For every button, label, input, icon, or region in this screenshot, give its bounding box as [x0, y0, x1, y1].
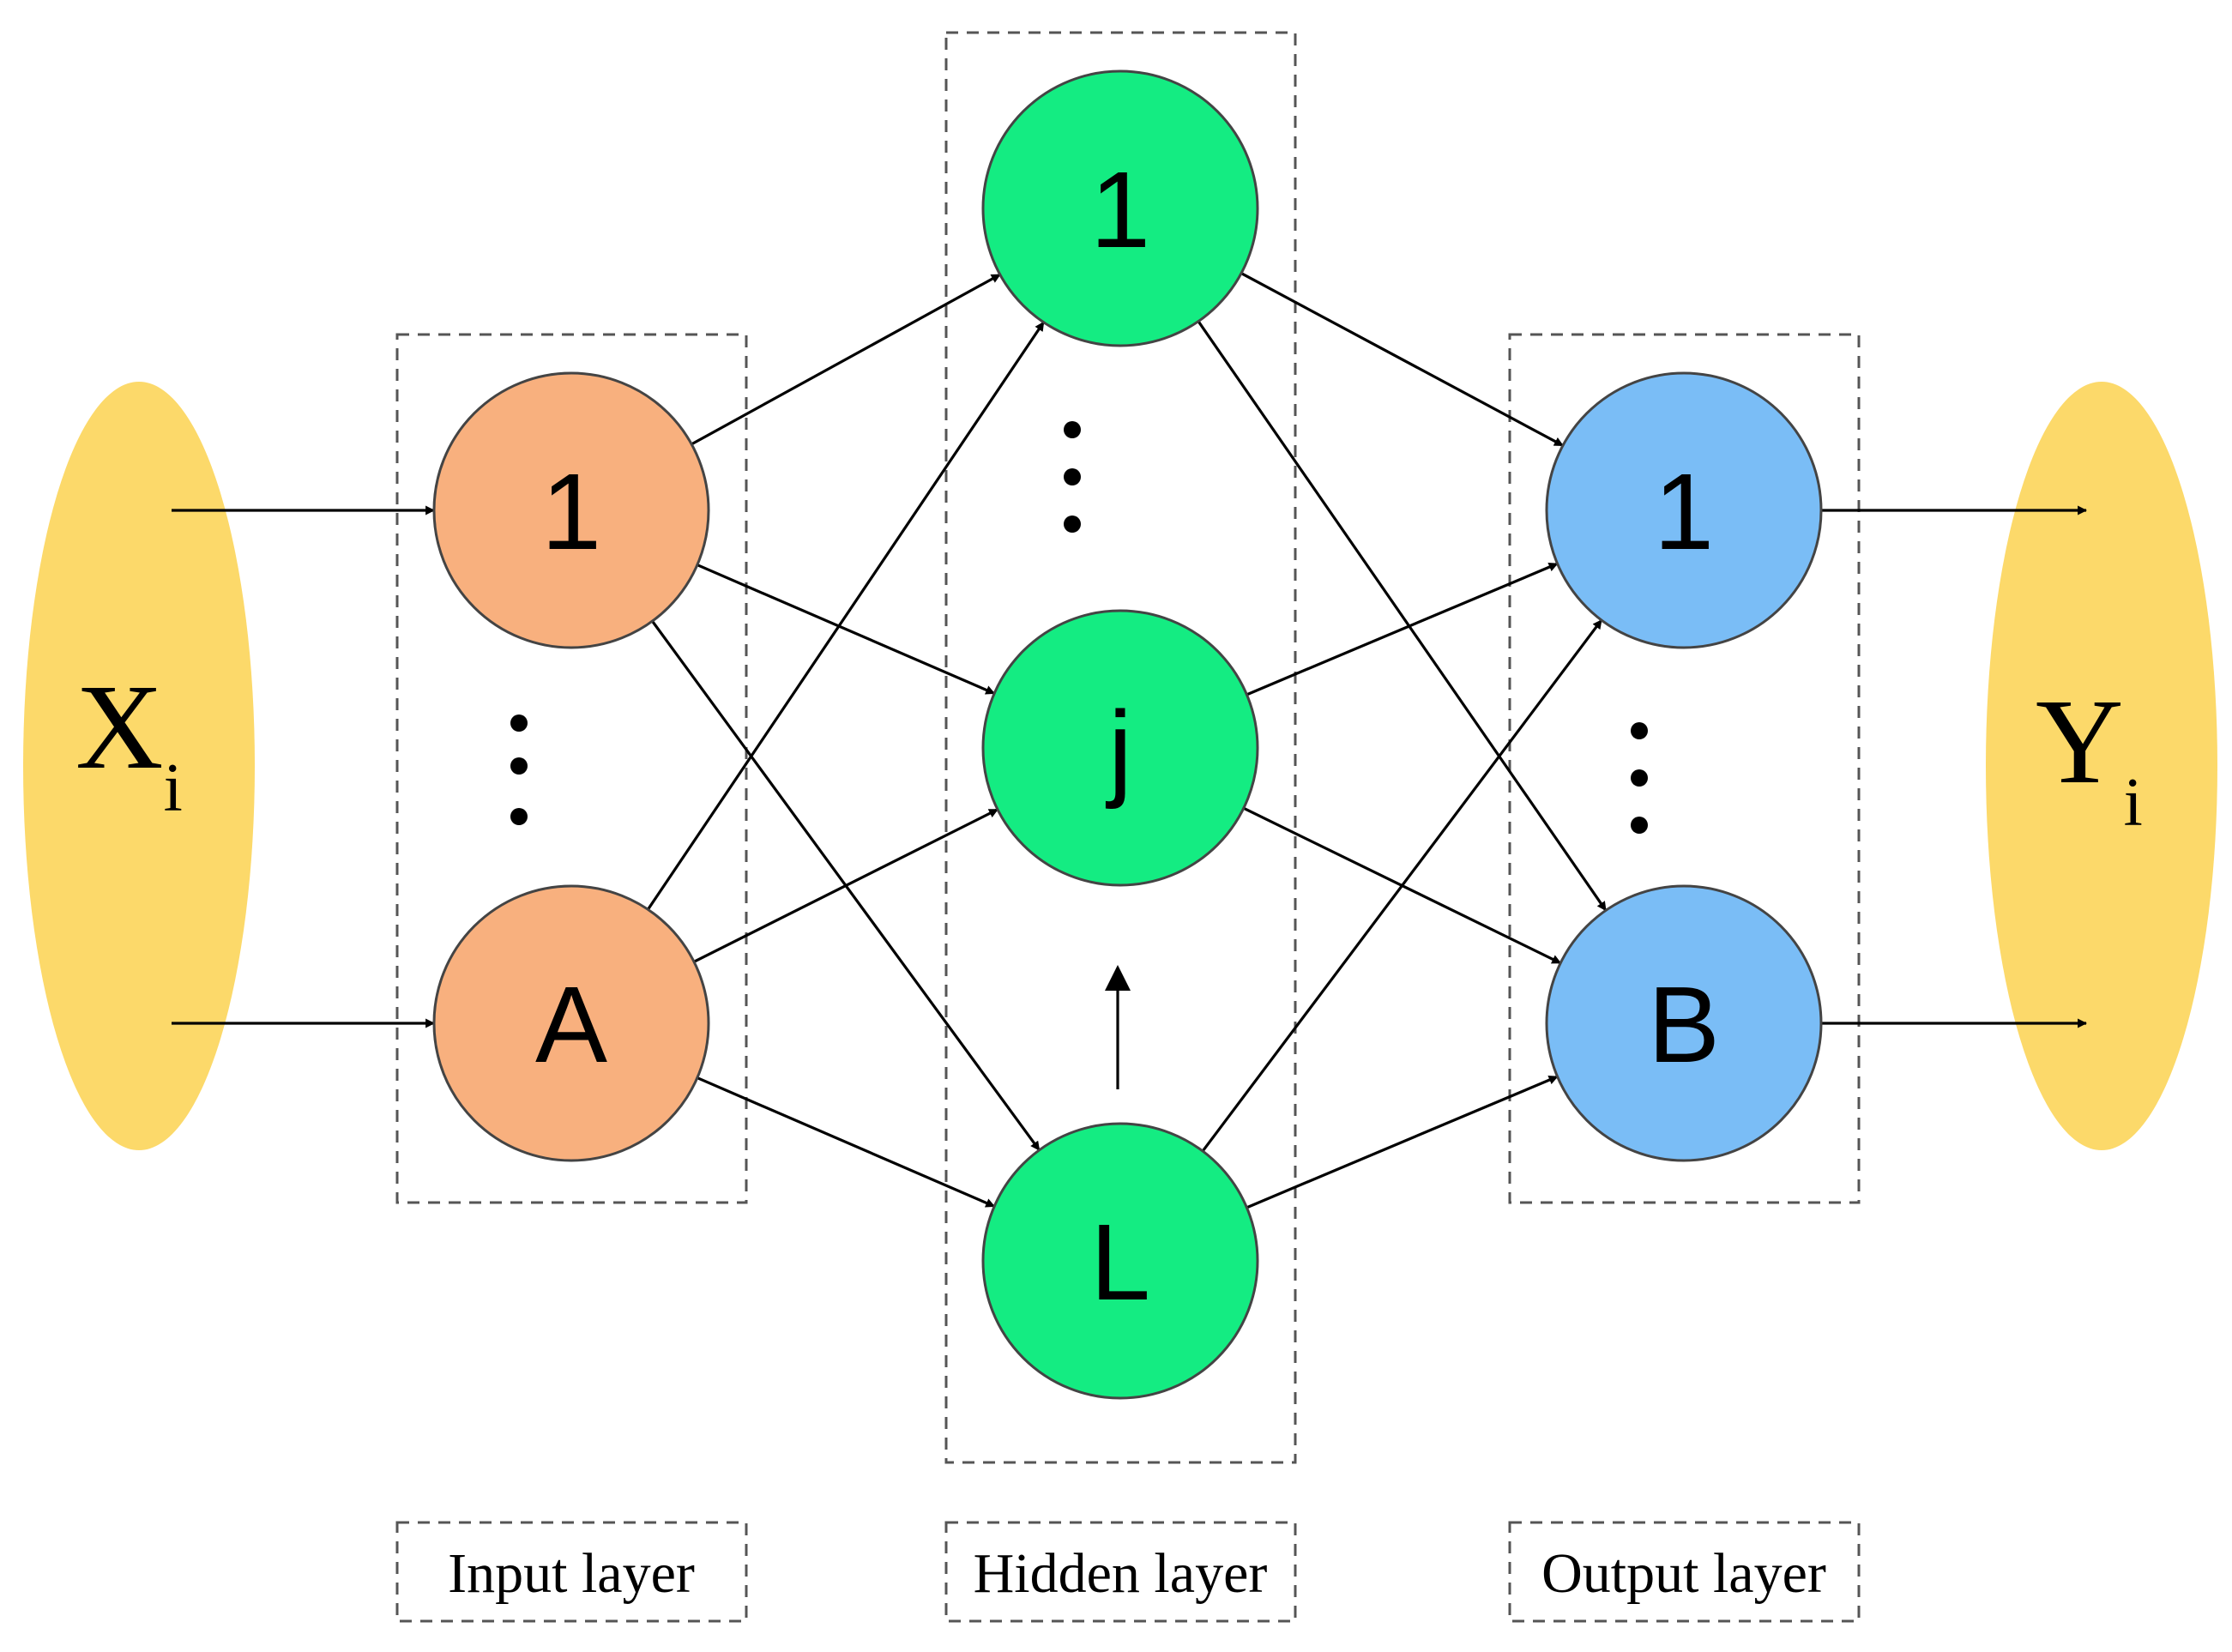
- input-node-1-circle: [432, 884, 710, 1162]
- output-node-0-circle: [1545, 371, 1823, 649]
- edge-h0-out1: [1197, 320, 1608, 912]
- input-node-0-circle: [432, 371, 710, 649]
- input-layer-label: Input layer: [448, 1542, 695, 1605]
- output-node-0-label: 1: [1654, 451, 1714, 572]
- input-ellipsis-icon: [510, 714, 528, 825]
- hidden-node-2: L: [981, 1122, 1259, 1400]
- input-ellipse: [23, 382, 255, 1150]
- hidden-node-1-label: j: [1105, 689, 1132, 810]
- output-ellipsis-icon: [1631, 722, 1648, 834]
- output-layer-label-box: [1508, 1521, 1861, 1623]
- hidden-layer-label: Hidden layer: [974, 1542, 1268, 1605]
- input-variable-label: Xi: [75, 659, 183, 826]
- edge-in1-h2: [697, 1076, 996, 1208]
- output-layer-label: Output layer: [1541, 1542, 1826, 1605]
- connection-edges: [172, 272, 2088, 1209]
- edge-h0-out0: [1240, 272, 1564, 447]
- input-layer-label-box: [395, 1521, 748, 1623]
- edge-in1-h0: [647, 321, 1045, 911]
- edge-h2-out1: [1246, 1075, 1559, 1209]
- output-node-1: B: [1545, 884, 1823, 1162]
- output-variable-label: Yi: [2036, 673, 2143, 841]
- hidden-node-1-circle: [981, 609, 1259, 887]
- output-node-0: 1: [1545, 371, 1823, 649]
- hidden-node-0-circle: [981, 69, 1259, 347]
- input-node-1: A: [432, 884, 710, 1162]
- output-node-1-label: B: [1648, 964, 1720, 1085]
- edge-h1-out0: [1246, 562, 1559, 696]
- input-node-1-label: A: [535, 964, 607, 1085]
- output-ellipse: [1986, 382, 2217, 1150]
- network-nodes: 1A 1 jL 1B: [432, 69, 1823, 1400]
- input-node-0-label: 1: [541, 451, 601, 572]
- output-node-1-circle: [1545, 884, 1823, 1162]
- edge-in1-h1: [693, 808, 998, 963]
- edge-in0-h1: [697, 564, 996, 695]
- edge-h2-out0: [1201, 618, 1603, 1153]
- hidden-node-0: 1: [981, 69, 1259, 347]
- hidden-node-1: j: [981, 609, 1259, 887]
- hidden-node-2-circle: [981, 1122, 1259, 1400]
- edge-in0-h0: [691, 273, 1001, 446]
- output-layer-box: [1508, 333, 1861, 1204]
- input-layer-box: [395, 333, 748, 1204]
- hidden-ellipsis-icon: [1064, 421, 1081, 533]
- hidden-layer-label-box: [944, 1521, 1297, 1623]
- hidden-node-2-label: L: [1090, 1202, 1150, 1323]
- hidden-node-0-label: 1: [1090, 149, 1150, 270]
- hidden-layer-box: [944, 31, 1297, 1464]
- input-node-0: 1: [432, 371, 710, 649]
